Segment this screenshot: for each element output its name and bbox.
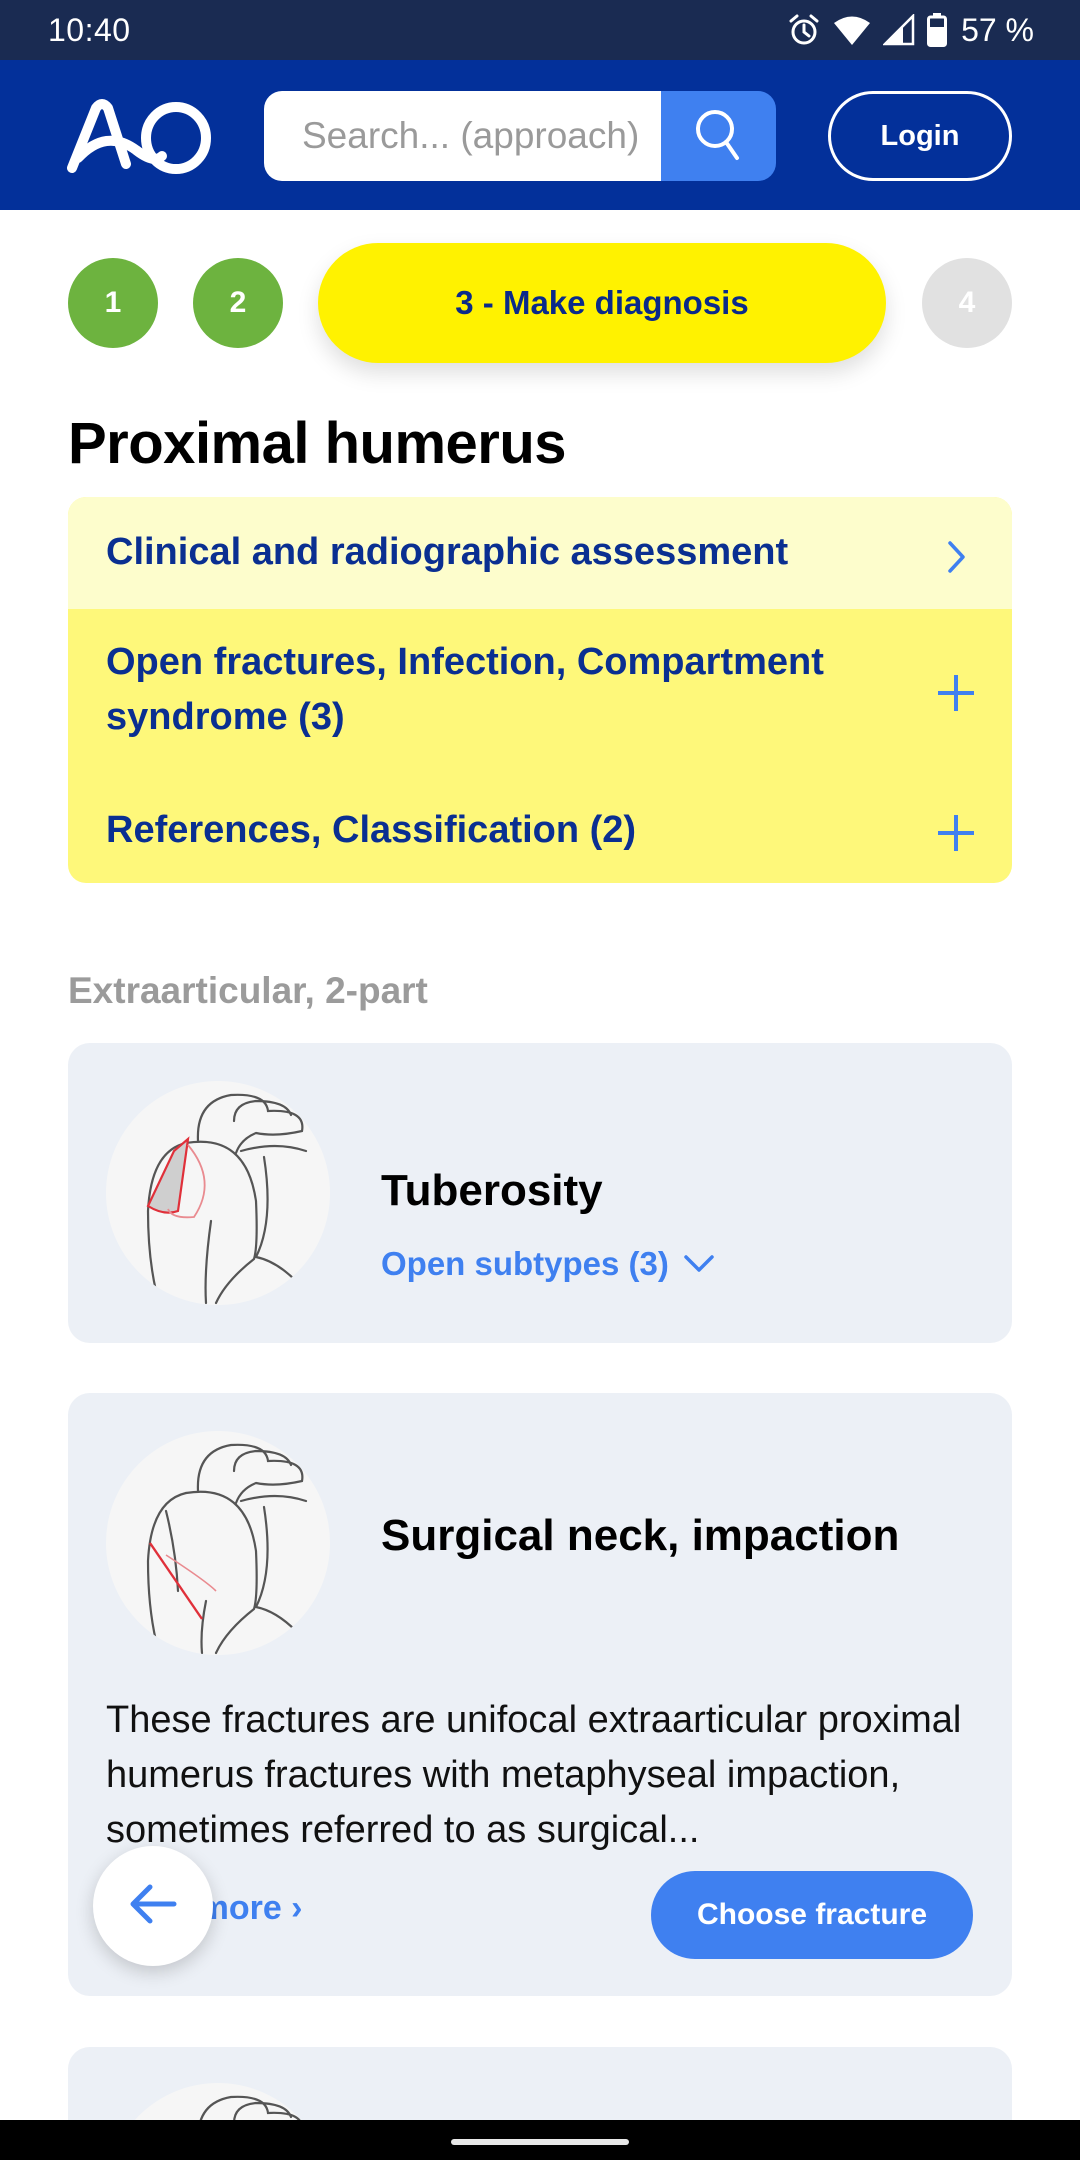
status-icons: 57 % (787, 10, 1034, 50)
choose-fracture-button[interactable]: Choose fracture (651, 1871, 973, 1959)
search-icon (689, 104, 749, 169)
alarm-icon (787, 13, 821, 47)
back-button[interactable] (93, 1846, 213, 1966)
card-title: Tuberosity (381, 1166, 603, 1215)
cellular-signal-icon (883, 14, 915, 46)
status-time: 10:40 (48, 12, 131, 48)
step-indicator: 1 2 3 - Make diagnosis 4 (0, 240, 1080, 365)
plus-icon (936, 673, 976, 713)
row-label: Clinical and radiographic assessment (106, 531, 789, 573)
status-bar: 10:40 57 % (0, 0, 1080, 60)
card-title: Surgical neck, impaction (381, 1511, 900, 1560)
battery-percent: 57 % (961, 11, 1034, 48)
page-title: Proximal humerus (68, 411, 567, 476)
ao-logo[interactable] (66, 98, 212, 174)
clinical-assessment-row[interactable]: Clinical and radiographic assessment (68, 497, 1012, 609)
system-nav-bar (0, 2120, 1080, 2160)
search-button[interactable] (661, 91, 776, 181)
chevron-down-icon (683, 1245, 715, 1283)
row-label: References, Classification (2) (106, 809, 637, 851)
step-3-active[interactable]: 3 - Make diagnosis (318, 243, 886, 363)
card-description: These fractures are unifocal extraarticu… (106, 1699, 962, 1851)
references-row[interactable]: References, Classification (2) (68, 781, 1012, 883)
wifi-icon (833, 14, 871, 46)
login-button[interactable]: Login (828, 91, 1012, 181)
battery-icon (927, 13, 948, 47)
fracture-card-surgical-neck[interactable]: Surgical neck, impaction These fractures… (68, 1393, 1012, 1996)
step-1[interactable]: 1 (68, 258, 158, 348)
open-fractures-row[interactable]: Open fractures, Infection, Compartment s… (68, 609, 1012, 781)
step-4[interactable]: 4 (922, 258, 1012, 348)
arrow-left-icon (126, 1877, 180, 1936)
section-label: Extraarticular, 2-part (68, 970, 428, 1011)
home-gesture-handle[interactable] (451, 2139, 629, 2145)
chevron-right-icon (936, 537, 976, 577)
plus-icon (936, 813, 976, 853)
open-subtypes-link[interactable]: Open subtypes (3) (381, 1245, 715, 1283)
shoulder-illustration (106, 1431, 330, 1655)
search-bar (264, 91, 776, 181)
shoulder-illustration (106, 1081, 330, 1305)
fracture-card-tuberosity[interactable]: Tuberosity Open subtypes (3) (68, 1043, 1012, 1343)
row-label: Open fractures, Infection, Compartment s… (106, 641, 824, 738)
info-accordion: Clinical and radiographic assessment Ope… (68, 497, 1012, 883)
app-header: Login (0, 60, 1080, 210)
subtypes-label: Open subtypes (3) (381, 1245, 669, 1282)
search-input[interactable] (264, 91, 661, 181)
step-2[interactable]: 2 (193, 258, 283, 348)
